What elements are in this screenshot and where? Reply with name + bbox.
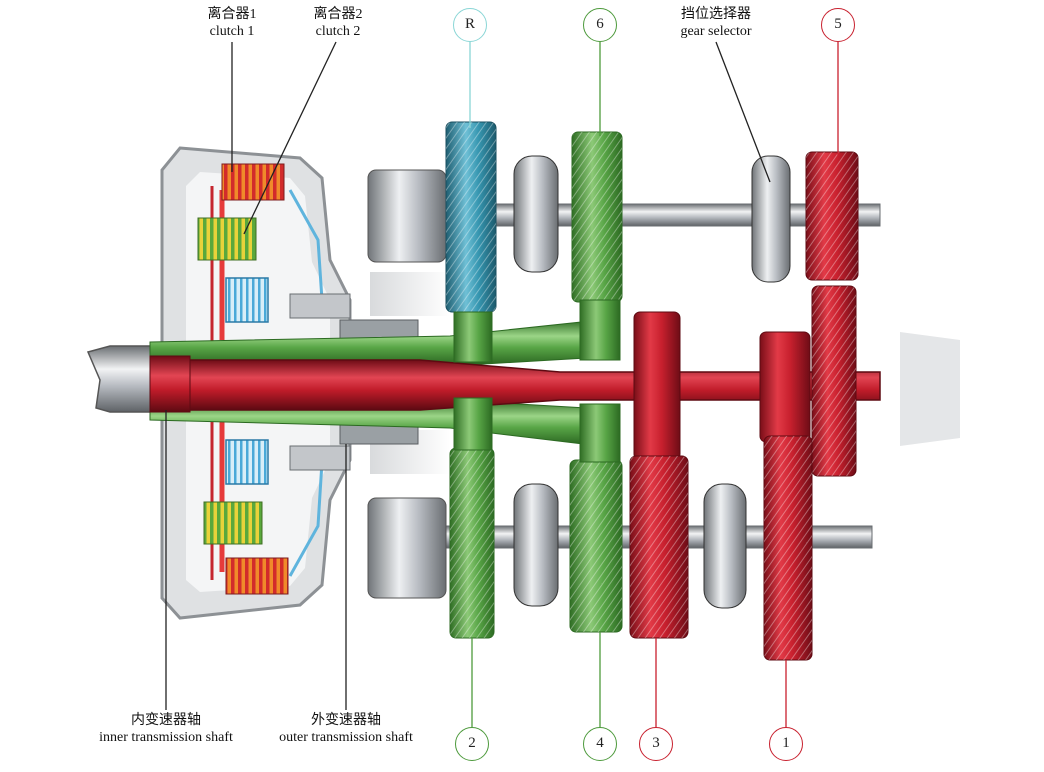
clutch-2-label: 离合器2 clutch 2 [296,6,380,40]
clutch-1-label-cn: 离合器1 [207,7,257,22]
clutch-1-label: 离合器1 clutch 1 [190,6,274,40]
gear-label-sixth: 6 [583,8,617,42]
gear-label-fifth: 5 [821,8,855,42]
engine-input-stub [86,345,161,413]
gear-selector-label-en: gear selector [680,24,752,39]
outer-shaft-label: 外变速器轴 outer transmission shaft [264,712,428,746]
inner-shaft [151,359,881,411]
gear-label-reverse: R [453,8,487,42]
gear-third-drive [633,311,681,461]
clutch-2-label-cn: 离合器2 [313,7,363,22]
synchro-13 [703,483,747,609]
outer-shaft-label-cn: 外变速器轴 [311,713,381,728]
inner-shaft-label-en: inner transmission shaft [99,730,233,745]
shaft-fade-upper [370,272,450,316]
output-shaft-fade [900,332,960,446]
inner-shaft-label-cn: 内变速器轴 [131,713,201,728]
inner-shaft-hub [149,355,191,413]
inner-shaft-label: 内变速器轴 inner transmission shaft [84,712,248,746]
gear-selector-label-cn: 挡位选择器 [681,7,751,22]
gear-label-second: 2 [455,727,489,761]
gear-selector-synchro [751,155,791,283]
leader-lines [165,41,839,728]
synchro-24 [513,483,559,607]
gear-first-drive [759,331,811,443]
gear-reverse-idler [453,311,493,363]
lower-bearing [367,497,447,599]
clutch-1-label-en: clutch 1 [209,24,255,39]
gear-label-fourth: 4 [583,727,617,761]
gear-selector-label: 挡位选择器 gear selector [664,6,768,40]
gear-label-third: 3 [639,727,673,761]
clutch-2-label-en: clutch 2 [315,24,361,39]
outer-shaft-label-en: outer transmission shaft [279,730,413,745]
synchro-r6 [513,155,559,273]
upper-bearing [367,169,447,263]
gear-label-first: 1 [769,727,803,761]
